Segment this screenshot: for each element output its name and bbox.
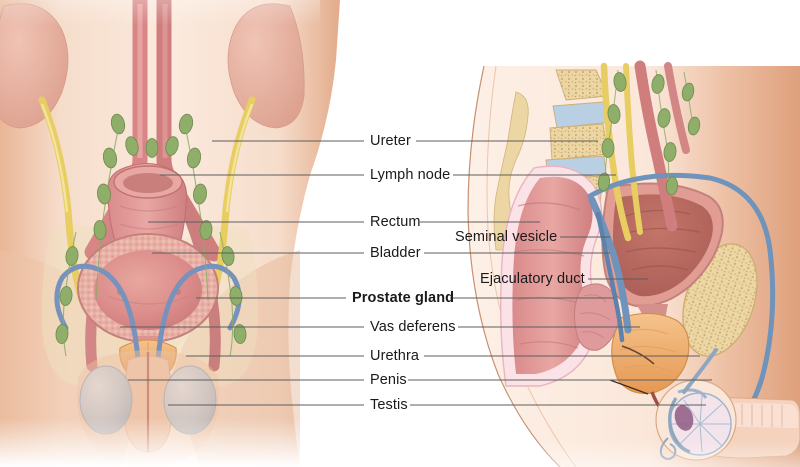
bladder-detail [107, 295, 191, 305]
ejaculatory-duct-structure [621, 345, 655, 365]
bladder-lumen [94, 250, 202, 330]
label-urethra: Urethra [370, 348, 420, 364]
pampiniform-plexus [674, 405, 694, 431]
rectum-mucosa [512, 176, 593, 374]
label-seminal-vesicle: Seminal vesicle [455, 229, 558, 245]
bladder-rugae [623, 209, 701, 271]
label-prostate-gland: Prostate gland [352, 290, 455, 306]
iliac-artery-sagittal [634, 60, 678, 232]
label-ureter: Ureter [370, 133, 411, 149]
fade-top-left [0, 0, 320, 26]
epididymis [677, 388, 708, 399]
iliac-artery-branch [664, 62, 690, 154]
rectum-lumen-inner [123, 173, 173, 193]
fade-bottom-left [0, 418, 320, 467]
ureter-sagittal-2 [623, 63, 643, 235]
leader-lines [120, 140, 712, 406]
ejaculatory-duct-arrow [609, 379, 649, 395]
label-lymph-node: Lymph node [370, 167, 451, 183]
vas-deferens-left-anterior [54, 263, 141, 369]
label-bladder: Bladder [370, 245, 421, 261]
torso-sagittal-edge [467, 65, 561, 467]
label-testis: Testis [370, 397, 408, 413]
testis-septa [672, 395, 730, 453]
sagittal-view [467, 60, 800, 467]
rectum-folds-sagittal [513, 202, 585, 349]
buttock-contour [486, 65, 577, 467]
label-rectum: Rectum [370, 214, 421, 230]
vas-deferens-sagittal [587, 172, 776, 447]
seminal-vesicle-lobes [579, 294, 611, 339]
rectum-folds [119, 205, 179, 230]
fade-bottom-right [468, 440, 800, 467]
ureter-sagittal [600, 62, 632, 242]
lymph-nodes-anterior [55, 113, 247, 357]
ureter-left-highlight [40, 103, 69, 213]
ureter-right-highlight [225, 103, 254, 213]
label-penis: Penis [370, 372, 407, 388]
label-vas-deferens: Vas deferens [370, 319, 456, 335]
spermatic-cord [682, 348, 718, 394]
lymph-nodes-sagittal [597, 69, 701, 196]
prostate-sagittal [611, 312, 690, 395]
label-ejaculatory-duct: Ejaculatory duct [480, 271, 585, 287]
anterior-view [0, 0, 340, 467]
